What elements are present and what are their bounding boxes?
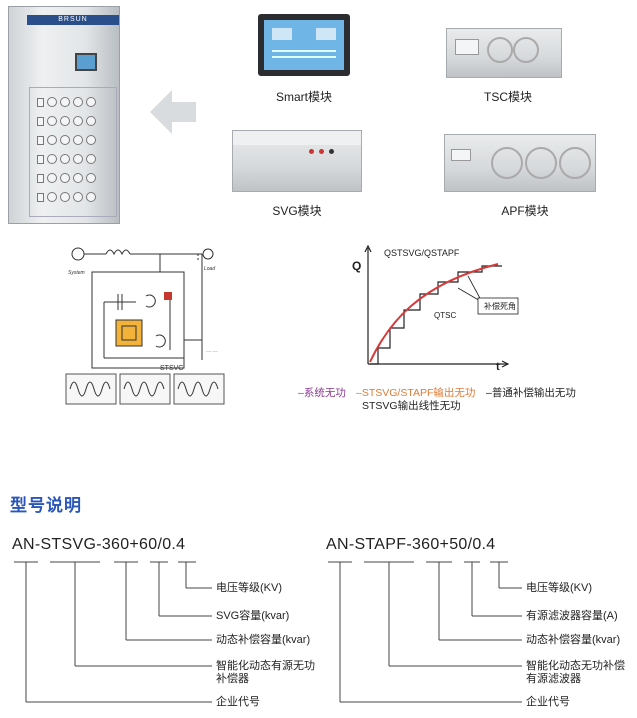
cabinet-row: [37, 152, 117, 166]
cabinet-screen: [75, 53, 97, 71]
graph-t-label: t: [496, 361, 500, 372]
smart-module-caption: Smart模块: [275, 90, 332, 104]
model1-label-company: 企业代号: [216, 696, 260, 708]
cabinet-panel: [29, 87, 117, 217]
legend-stsvg: –STSVG/STAPF输出无功: [356, 387, 476, 399]
circuit-load-label: Load: [204, 266, 215, 272]
cabinet-row: [37, 171, 117, 185]
model1-bracket-lines: [14, 561, 212, 703]
cabinet-row: [37, 95, 117, 109]
graph-series-label: QSTSVG/QSTAPF: [384, 248, 460, 258]
cabinet-brand: BRSUN: [27, 15, 119, 25]
model2-code: AN-STAPF-360+50/0.4: [326, 536, 496, 553]
apf-module-image: [444, 134, 596, 192]
svg-module-caption: SVG模块: [272, 204, 322, 218]
model2-label-apf-capacity: 有源滤波器容量(A): [526, 610, 618, 622]
q-t-graph: Q QSTSVG/QSTAPF QTSC t 补偿死角: [352, 244, 519, 372]
model1-label-dynamic-capacity: 动态补偿容量(kvar): [216, 634, 311, 646]
svg-module-image: [232, 130, 362, 192]
model1-label-voltage: 电压等级(KV): [216, 582, 282, 594]
model1-label-type-line2: 补偿器: [216, 673, 249, 685]
model1-label-svg-capacity: SVG容量(kvar): [216, 610, 290, 622]
cabinet-row: [37, 133, 117, 147]
circuit-system-label: System: [68, 270, 85, 276]
section-title: 型号说明: [10, 496, 82, 515]
model1-label-type-line1: 智能化动态有源无功: [216, 660, 315, 672]
svg-text:---- ----: ---- ----: [206, 348, 218, 353]
apf-module-caption: APF模块: [501, 204, 549, 218]
arrow-left-icon: [150, 90, 196, 134]
model2-label-type-line2: 有源滤波器: [526, 673, 581, 685]
graph-callout-label: 补偿死角: [484, 301, 516, 311]
model2-label-dynamic-capacity: 动态补偿容量(kvar): [526, 634, 621, 646]
model2-bracket-lines: [328, 561, 522, 703]
circuit-stsvg-label: STSVG: [160, 365, 184, 372]
model2-label-company: 企业代号: [526, 696, 570, 708]
graph-q-label: Q: [352, 259, 361, 273]
circuit-diagram: System Load STSVG ---- ----: [65, 247, 225, 405]
graph-callout-box: [477, 297, 519, 315]
model2-label-type-line1: 智能化动态无功补偿: [526, 660, 625, 672]
tsc-module-caption: TSC模块: [483, 90, 532, 104]
cabinet-row: [37, 114, 117, 128]
legend-linear: STSVG输出线性无功: [362, 400, 461, 412]
model2-label-voltage: 电压等级(KV): [526, 582, 592, 594]
legend-normal: –普通补偿输出无功: [486, 387, 576, 399]
model1-code: AN-STSVG-360+60/0.4: [12, 536, 186, 553]
tsc-module-image: [446, 28, 562, 78]
graph-qtsc-label: QTSC: [434, 311, 456, 320]
legend-system: –系统无功: [298, 387, 346, 399]
smart-module-image: [258, 14, 350, 76]
cabinet-row: [37, 190, 117, 204]
cabinet-image: BRSUN: [8, 6, 120, 224]
